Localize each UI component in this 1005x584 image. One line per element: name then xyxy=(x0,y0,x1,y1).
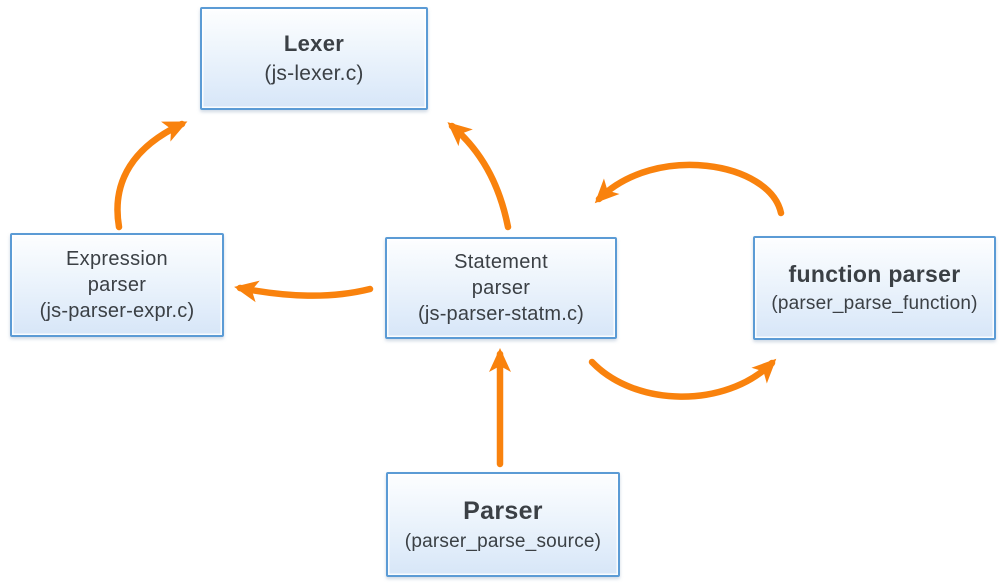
node-function-parser: function parser (parser_parse_function) xyxy=(753,236,996,340)
edge-statement-to-expression xyxy=(234,280,374,303)
node-lexer-title: Lexer xyxy=(283,31,345,57)
edge-statement-to-function xyxy=(588,358,777,400)
node-lexer-subtitle: (js-lexer.c) xyxy=(264,62,364,86)
node-lexer: Lexer (js-lexer.c) xyxy=(200,7,428,110)
node-expression-parser: Expression parser (js-parser-expr.c) xyxy=(10,233,224,337)
edge-function-to-statement xyxy=(594,161,785,217)
node-statement-parser-subtitle: (js-parser-statm.c) xyxy=(417,303,585,326)
edge-expression-to-lexer xyxy=(114,120,188,231)
edge-statement-to-lexer xyxy=(447,122,512,231)
node-parser-subtitle: (parser_parse_source) xyxy=(404,530,602,552)
node-parser-title: Parser xyxy=(463,496,543,525)
node-statement-parser: Statement parser (js-parser-statm.c) xyxy=(385,237,617,339)
node-function-parser-title: function parser xyxy=(788,261,961,288)
node-parser: Parser (parser_parse_source) xyxy=(386,472,620,577)
node-expression-parser-title: Expression parser xyxy=(66,247,168,296)
node-function-parser-subtitle: (parser_parse_function) xyxy=(771,292,978,314)
node-expression-parser-subtitle: (js-parser-expr.c) xyxy=(39,300,195,323)
node-statement-parser-title: Statement parser xyxy=(454,250,548,299)
